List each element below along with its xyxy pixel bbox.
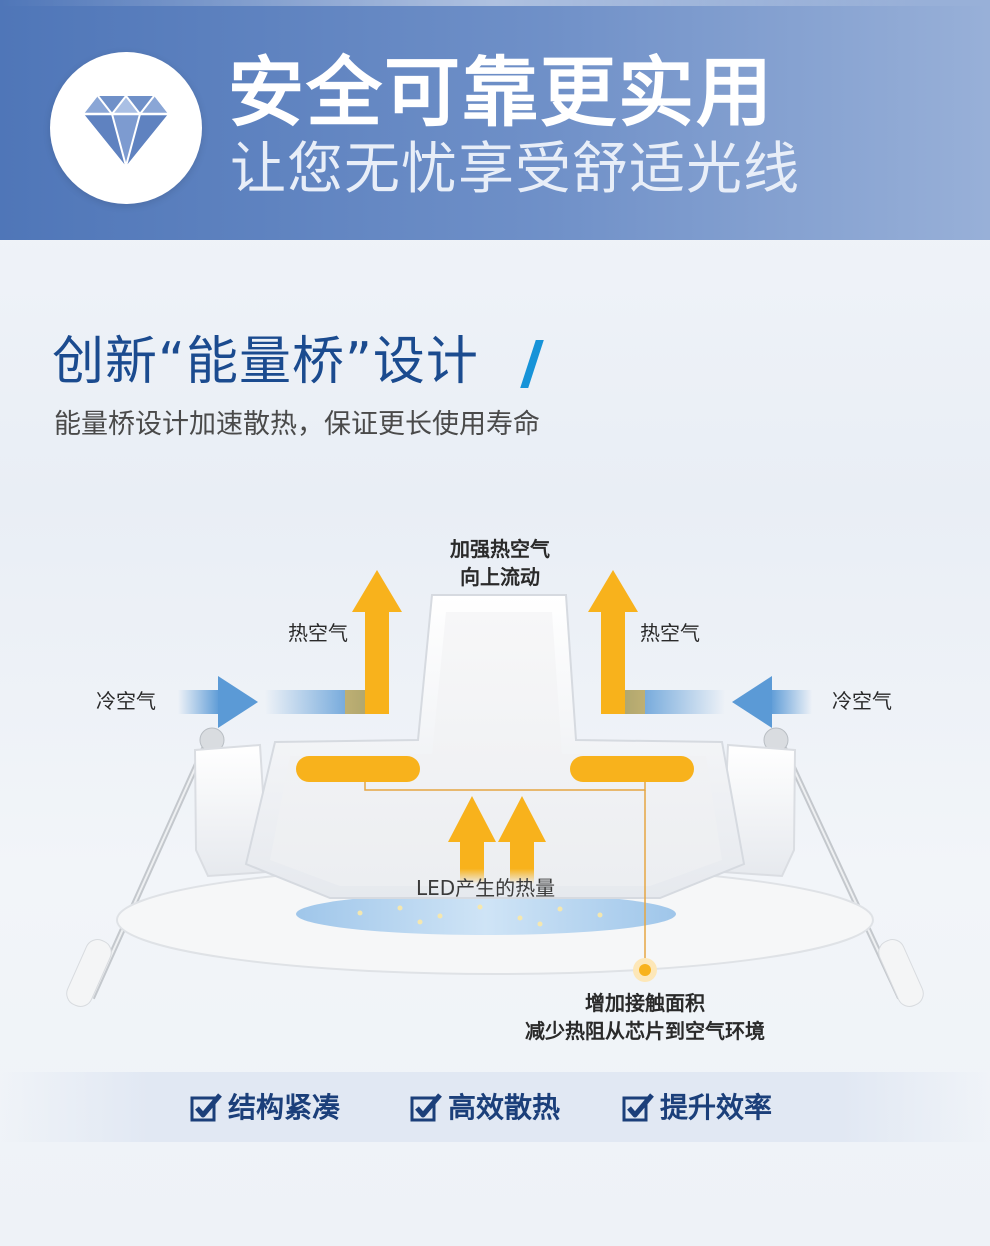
feature-label: 高效散热 <box>448 1091 561 1124</box>
led-heat-arrow-right <box>498 796 546 884</box>
spring-clip-right <box>763 727 924 1007</box>
features-bar: 结构紧凑 高效散热 提升效率 <box>0 1072 990 1142</box>
housing-left-block <box>193 743 270 878</box>
cold-air-label-left: 冷空气 <box>96 689 156 713</box>
banner-title: 安全可靠更实用 <box>228 48 774 137</box>
header-banner: 安全可靠更实用 让您无忧享受舒适光线 <box>0 0 990 240</box>
cold-air-arrow-right <box>732 676 812 728</box>
energy-bridge-pad-left <box>296 756 420 782</box>
top-airflow-label-line1: 加强热空气 <box>450 537 550 561</box>
diamond-badge <box>50 52 202 204</box>
hot-air-flow-right <box>588 570 725 714</box>
feature-heat-dissipation: 高效散热 <box>410 1088 560 1128</box>
section-description: 能量桥设计加速散热，保证更长使用寿命 <box>54 409 540 440</box>
top-airflow-label-line2: 向上流动 <box>460 565 540 589</box>
led-heat-arrow-left <box>448 796 496 884</box>
cold-air-arrow-left <box>178 676 258 728</box>
contact-area-label-line2: 减少热阻从芯片到空气环境 <box>525 1019 765 1043</box>
hot-air-label-left: 热空气 <box>288 621 348 645</box>
banner-subtitle: 让您无忧享受舒适光线 <box>230 137 800 202</box>
feature-efficiency: 提升效率 <box>622 1088 772 1128</box>
contact-area-label-line1: 增加接触面积 <box>585 991 705 1015</box>
cold-air-label-right: 冷空气 <box>832 689 892 713</box>
led-panel <box>296 893 676 935</box>
downlight-cross-section <box>66 570 924 1007</box>
diamond-icon <box>84 95 168 166</box>
checkbox-icon <box>410 1093 442 1122</box>
energy-bridge-diagram: 加强热空气 向上流动 热空气 热空气 冷空气 冷空气 LED产生的热量 增加接触… <box>0 520 990 1060</box>
energy-bridge-pad-right <box>570 756 694 782</box>
hot-air-label-right: 热空气 <box>640 621 700 645</box>
checkbox-icon <box>622 1093 654 1122</box>
contact-connector-line <box>364 782 646 791</box>
section-title: 创新“能量桥”设计 <box>52 332 479 392</box>
hot-air-flow-left <box>265 570 402 714</box>
led-heat-label: LED产生的热量 <box>416 876 556 900</box>
feature-label: 提升效率 <box>660 1091 773 1124</box>
checkbox-icon <box>190 1093 222 1122</box>
contact-point-dot <box>639 964 651 976</box>
title-slash-accent <box>520 340 544 388</box>
housing-cavity <box>270 612 722 886</box>
feature-compact: 结构紧凑 <box>190 1088 340 1128</box>
feature-label: 结构紧凑 <box>228 1091 341 1124</box>
